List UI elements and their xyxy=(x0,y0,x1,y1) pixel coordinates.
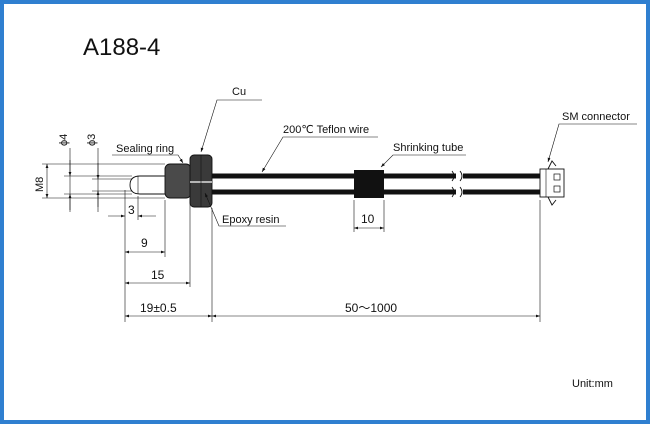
label-cu: Cu xyxy=(232,86,246,98)
leader-cu: Cu xyxy=(200,86,262,153)
teflon-wires xyxy=(212,173,540,195)
dim-3: 3 xyxy=(128,203,135,217)
leader-shrinking-tube: Shrinking tube xyxy=(380,142,466,168)
probe-tip xyxy=(129,175,169,195)
leader-sm-connector: SM connector xyxy=(547,111,637,163)
cu-nut xyxy=(189,154,213,208)
sealing-ring xyxy=(164,163,192,199)
dim-phi3: ϕ3 xyxy=(86,134,98,146)
sm-connector xyxy=(539,160,565,206)
drawing-title: A188-4 xyxy=(83,34,160,61)
dim-15: 15 xyxy=(151,268,165,282)
label-shrinking-tube: Shrinking tube xyxy=(393,142,463,154)
dim-length: 50～1000 xyxy=(345,301,397,315)
unit-label: Unit:mm xyxy=(572,378,613,390)
label-sm-connector: SM connector xyxy=(562,111,630,123)
dim-10: 10 xyxy=(361,212,375,226)
shrinking-tube xyxy=(354,170,384,198)
label-teflon-wire: 200℃ Teflon wire xyxy=(283,124,369,136)
dim-19: 19±0.5 xyxy=(140,301,177,315)
label-epoxy-resin: Epoxy resin xyxy=(222,214,279,226)
leader-teflon-wire: 200℃ Teflon wire xyxy=(261,124,378,173)
dimension-diameters: M8 ϕ4 ϕ3 xyxy=(34,134,165,212)
wire-break-marks xyxy=(451,170,463,198)
leader-epoxy-resin: Epoxy resin xyxy=(204,192,286,227)
label-sealing-ring: Sealing ring xyxy=(116,143,174,155)
dim-m8: M8 xyxy=(34,177,46,192)
dim-phi4: ϕ4 xyxy=(58,134,70,146)
leader-sealing-ring: Sealing ring xyxy=(112,143,184,164)
dim-9: 9 xyxy=(141,236,148,250)
dimension-lengths: 3 9 15 19±0.5 10 50～1000 xyxy=(108,190,541,322)
